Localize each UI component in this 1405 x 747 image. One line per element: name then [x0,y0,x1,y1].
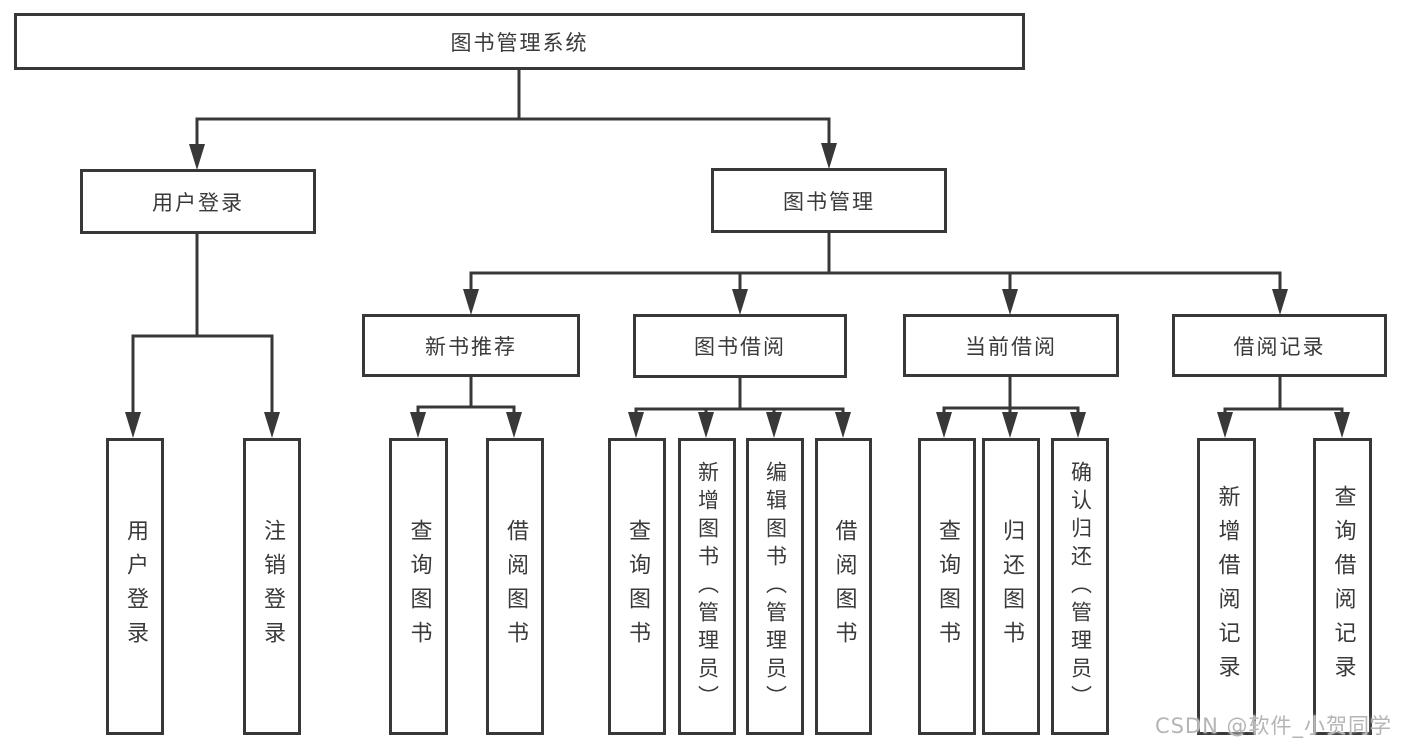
node-user-login: 用户登录 [80,169,316,234]
leaf-label: 借阅图书 [503,518,528,655]
leaf-label: 借阅图书 [831,518,857,655]
leaf-confirm-return-admin: 确认归还（管理员） [1051,438,1109,735]
leaf-label: 查询图书 [625,518,650,655]
node-book-borrowing: 图书借阅 [633,314,847,378]
leaf-label: 确认归还（管理员） [1068,460,1093,713]
leaf-label: 新增借阅记录 [1214,484,1240,689]
leaf-search-books: 查询图书 [608,438,666,735]
leaf-label: 编辑图书（管理员） [763,460,788,713]
leaf-add-borrow-record: 新增借阅记录 [1197,438,1256,735]
csdn-watermark: CSDN @软件_小贺同学 [1154,714,1392,738]
leaf-search-books: 查询图书 [389,438,448,735]
node-book-management: 图书管理 [711,168,947,233]
node-borrowing-records: 借阅记录 [1172,314,1387,377]
leaf-borrow-books: 借阅图书 [815,438,872,735]
node-current-borrowing: 当前借阅 [903,314,1119,377]
node-new-book-recommendation: 新书推荐 [362,314,580,377]
node-library-management-system: 图书管理系统 [14,13,1025,70]
leaf-label: 用户登录 [123,518,148,655]
leaf-edit-book-admin: 编辑图书（管理员） [746,438,804,735]
leaf-borrow-books: 借阅图书 [486,438,544,735]
leaf-label: 新增图书（管理员） [695,460,720,713]
leaf-user-login: 用户登录 [106,438,164,735]
leaf-label: 注销登录 [260,518,285,655]
leaf-search-books: 查询图书 [918,438,976,735]
leaf-logout: 注销登录 [243,438,301,735]
leaf-search-borrow-record: 查询借阅记录 [1313,438,1372,735]
leaf-label: 查询图书 [935,518,960,655]
arrowheads [125,143,1350,438]
leaf-add-book-admin: 新增图书（管理员） [678,438,736,735]
leaf-label: 查询图书 [406,518,432,655]
leaf-return-books: 归还图书 [982,438,1040,735]
leaf-label: 查询借阅记录 [1330,484,1356,689]
leaf-label: 归还图书 [999,518,1024,655]
